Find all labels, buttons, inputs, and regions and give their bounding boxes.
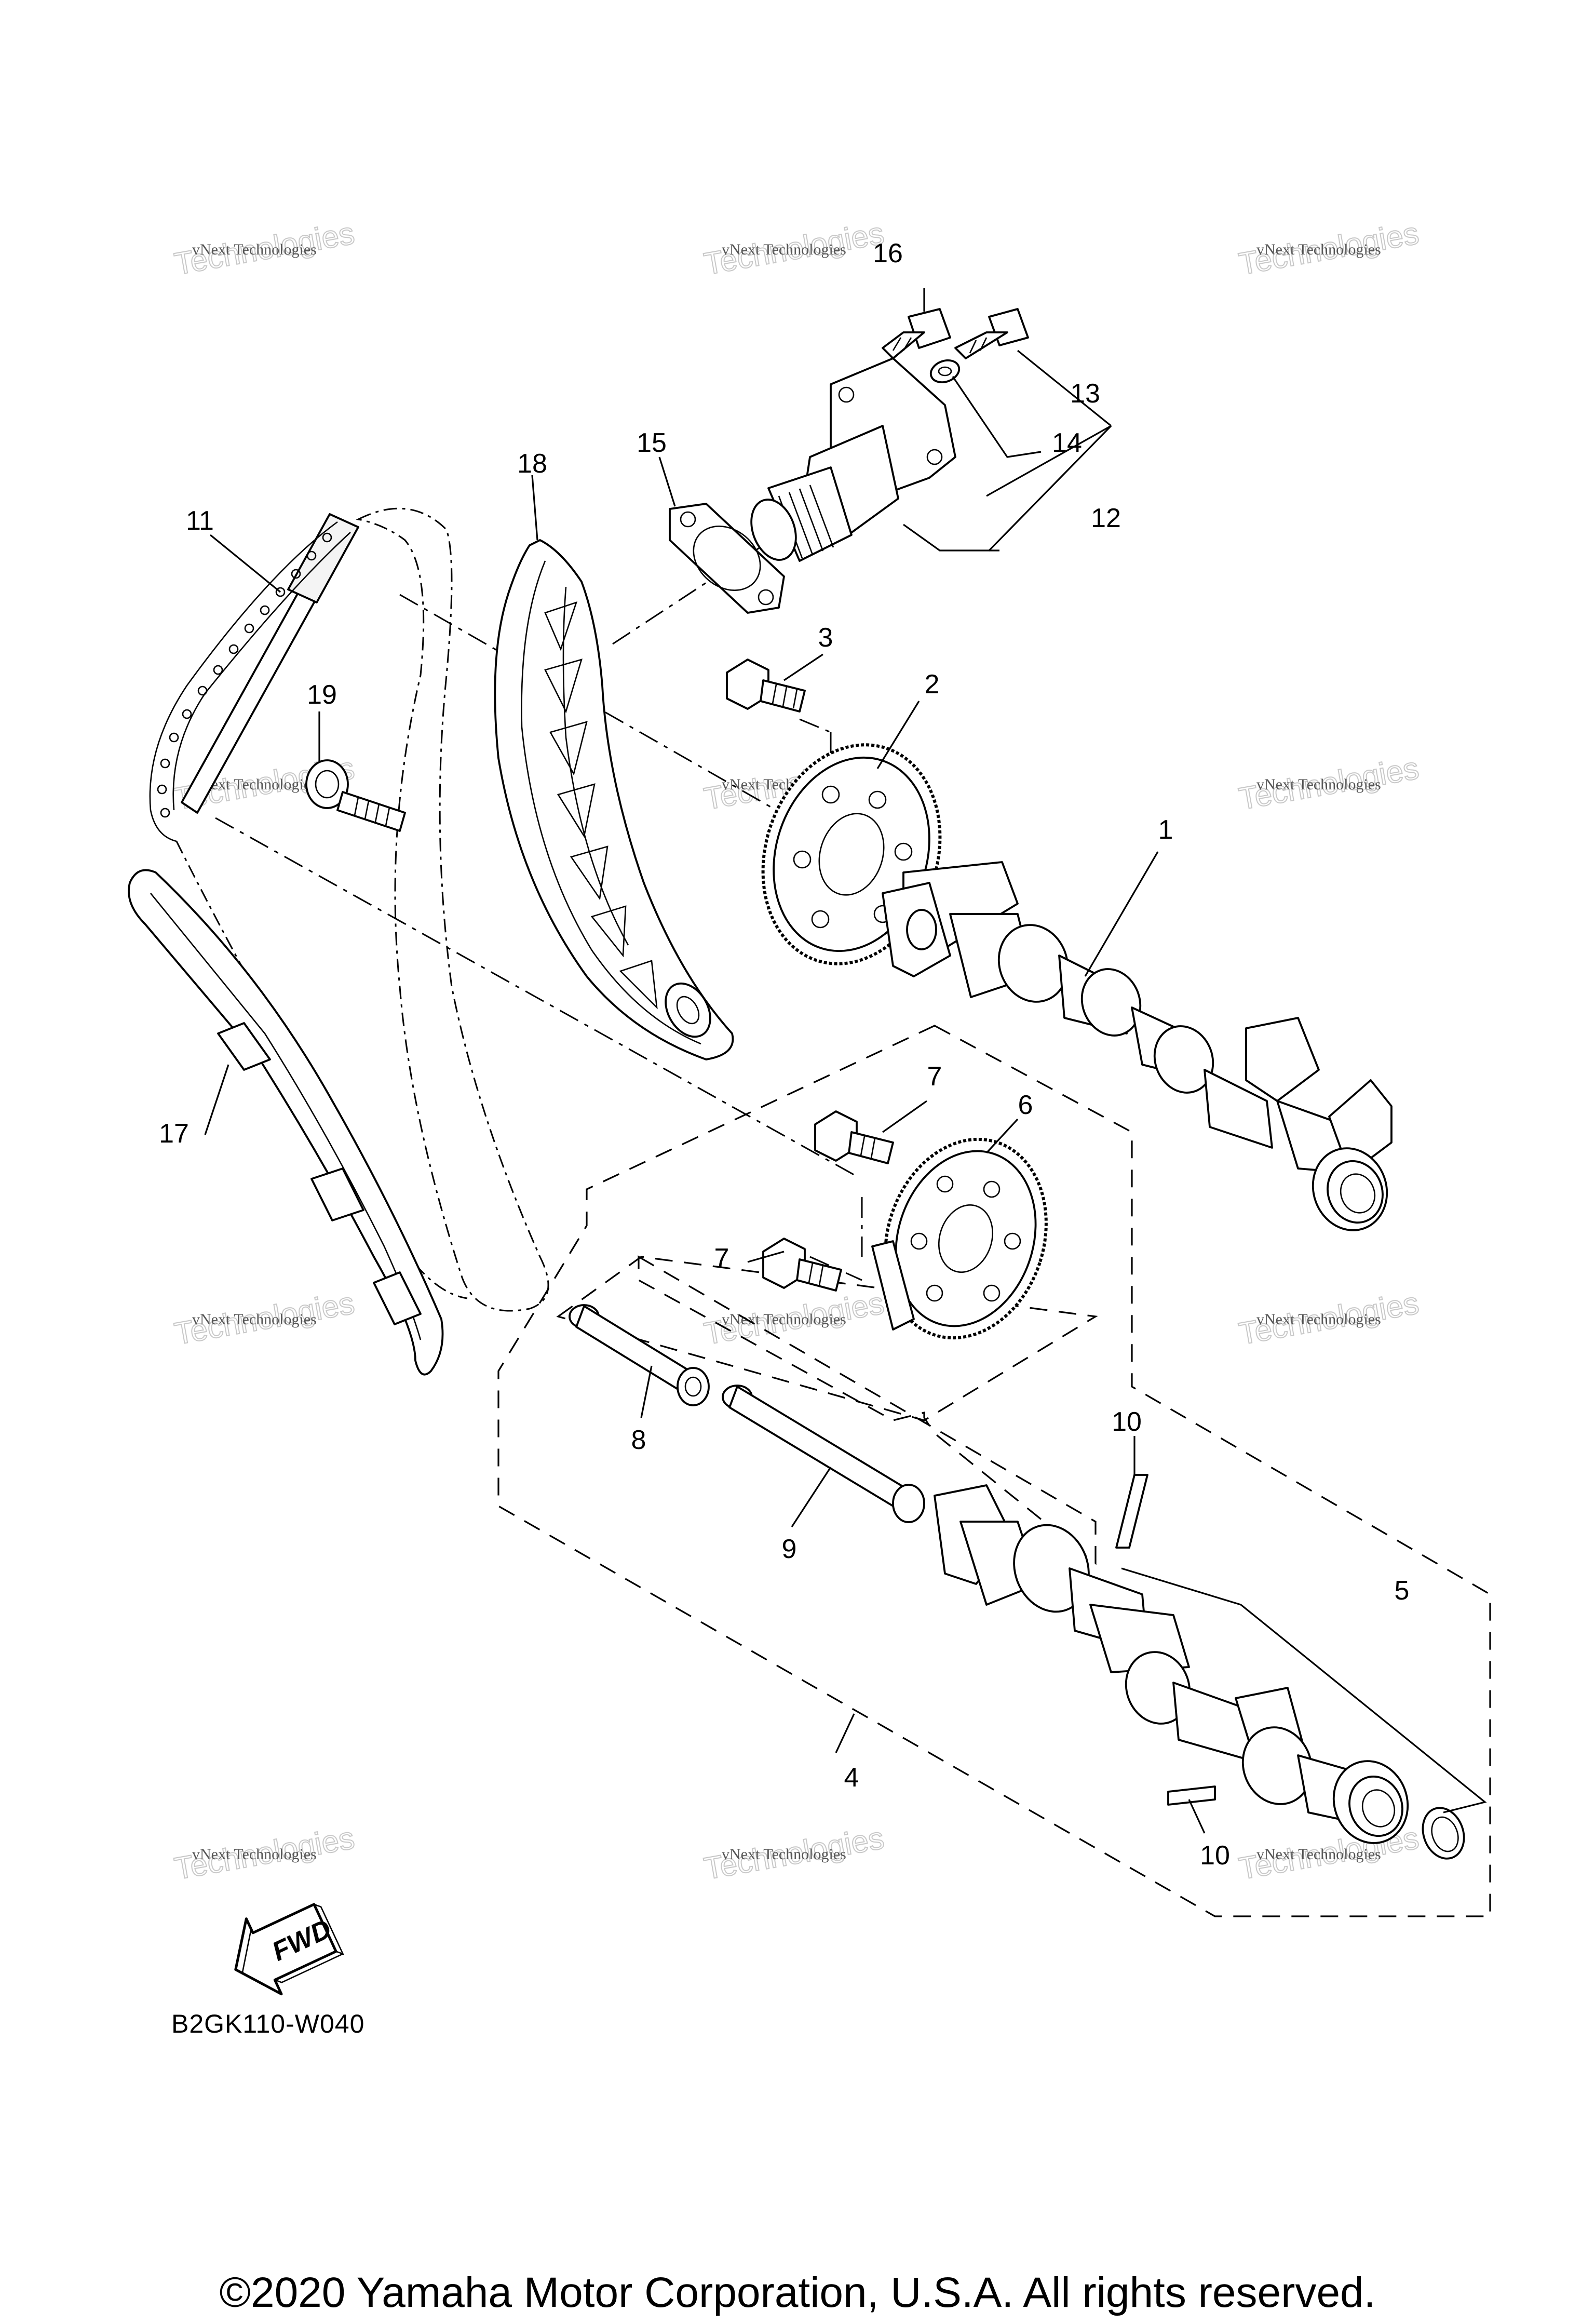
copyright-notice: ©2020 Yamaha Motor Corporation, U.S.A. A… xyxy=(219,2269,1376,2316)
callout-7-upper: 7 xyxy=(927,1062,942,1092)
callout-15: 15 xyxy=(637,428,667,458)
callout-18: 18 xyxy=(517,449,547,479)
watermark-text: vNext Technologies xyxy=(722,1846,846,1863)
callout-17: 17 xyxy=(159,1119,189,1149)
tensioner-guide xyxy=(128,869,444,1376)
callout-6: 6 xyxy=(1018,1090,1033,1120)
callout-16: 16 xyxy=(873,238,903,268)
callout-19: 19 xyxy=(307,680,337,710)
bolt-19 xyxy=(305,759,406,832)
watermark-text: vNext Technologies xyxy=(1256,241,1381,258)
chain-links xyxy=(157,532,332,818)
washer-14 xyxy=(929,359,961,383)
watermark-text: vNext Technologies xyxy=(192,1311,317,1328)
bolt-3-alignment-line xyxy=(799,718,831,733)
watermark-text: vNext Technologies xyxy=(1256,776,1381,793)
callout-10-lower: 10 xyxy=(1200,1841,1230,1871)
decompressor-shaft-9 xyxy=(722,1385,925,1523)
decompressor-shaft-8 xyxy=(569,1304,710,1406)
decompressor-gear-boundary xyxy=(638,1255,1097,1565)
bolt-16 xyxy=(882,308,951,359)
bolt-7-upper xyxy=(814,1110,894,1164)
callout-7-lower: 7 xyxy=(714,1243,729,1273)
guide-bolt-alignment-line xyxy=(215,817,857,1177)
callouts: 1 2 3 4 5 6 7 7 8 9 10 10 11 12 13 14 15… xyxy=(159,238,1409,1871)
watermark-text: vNext Technologies xyxy=(1256,1311,1381,1328)
dowel-pin-10-lower xyxy=(1167,1785,1216,1806)
chain-guide xyxy=(494,539,734,1060)
sprocket-alignment-line xyxy=(399,594,831,842)
tensioner-gasket xyxy=(669,503,785,614)
callout-12: 12 xyxy=(1091,503,1121,533)
dowel-pin-10-upper xyxy=(1115,1474,1148,1549)
diagram-code: B2GK110-W040 xyxy=(171,2009,365,2038)
bolt-13 xyxy=(954,308,1029,359)
callout-4: 4 xyxy=(844,1763,859,1793)
chain-loop-phantom xyxy=(356,507,549,1312)
bolt-7-lower xyxy=(762,1238,842,1292)
cam-chain-tensioner xyxy=(750,357,956,562)
callout-13: 13 xyxy=(1070,379,1100,409)
exhaust-cam-sprocket xyxy=(871,1137,1048,1340)
callout-14: 14 xyxy=(1052,428,1082,458)
bolt-3 xyxy=(726,659,806,713)
leader-lines xyxy=(204,288,1487,1834)
exhaust-camshaft-assembly-boundary xyxy=(497,1025,1491,1917)
callout-9: 9 xyxy=(782,1534,797,1564)
watermark-text: vNext Technologies xyxy=(722,1311,846,1328)
callout-10-upper: 10 xyxy=(1112,1407,1142,1437)
callout-1: 1 xyxy=(1158,815,1173,845)
callout-8: 8 xyxy=(631,1425,646,1455)
sub-assembly-boundary xyxy=(556,1256,1098,1421)
watermark-text: vNext Technologies xyxy=(192,1846,317,1863)
callout-2: 2 xyxy=(925,669,940,700)
guide-ribs xyxy=(544,601,658,1010)
watermark-text: vNext Technologies xyxy=(1256,1846,1381,1863)
watermarks: Technologies vNext Technologies Technolo… xyxy=(171,215,1422,1887)
intake-camshaft xyxy=(882,861,1393,1231)
callout-3: 3 xyxy=(818,623,833,653)
callout-5: 5 xyxy=(1395,1576,1410,1606)
watermark-text: vNext Technologies xyxy=(192,241,317,258)
forward-arrow-icon: FWD xyxy=(234,1903,344,1996)
callout-11: 11 xyxy=(186,506,214,536)
exhaust-camshaft xyxy=(934,1484,1465,1860)
watermark-text: vNext Technologies xyxy=(722,241,846,258)
